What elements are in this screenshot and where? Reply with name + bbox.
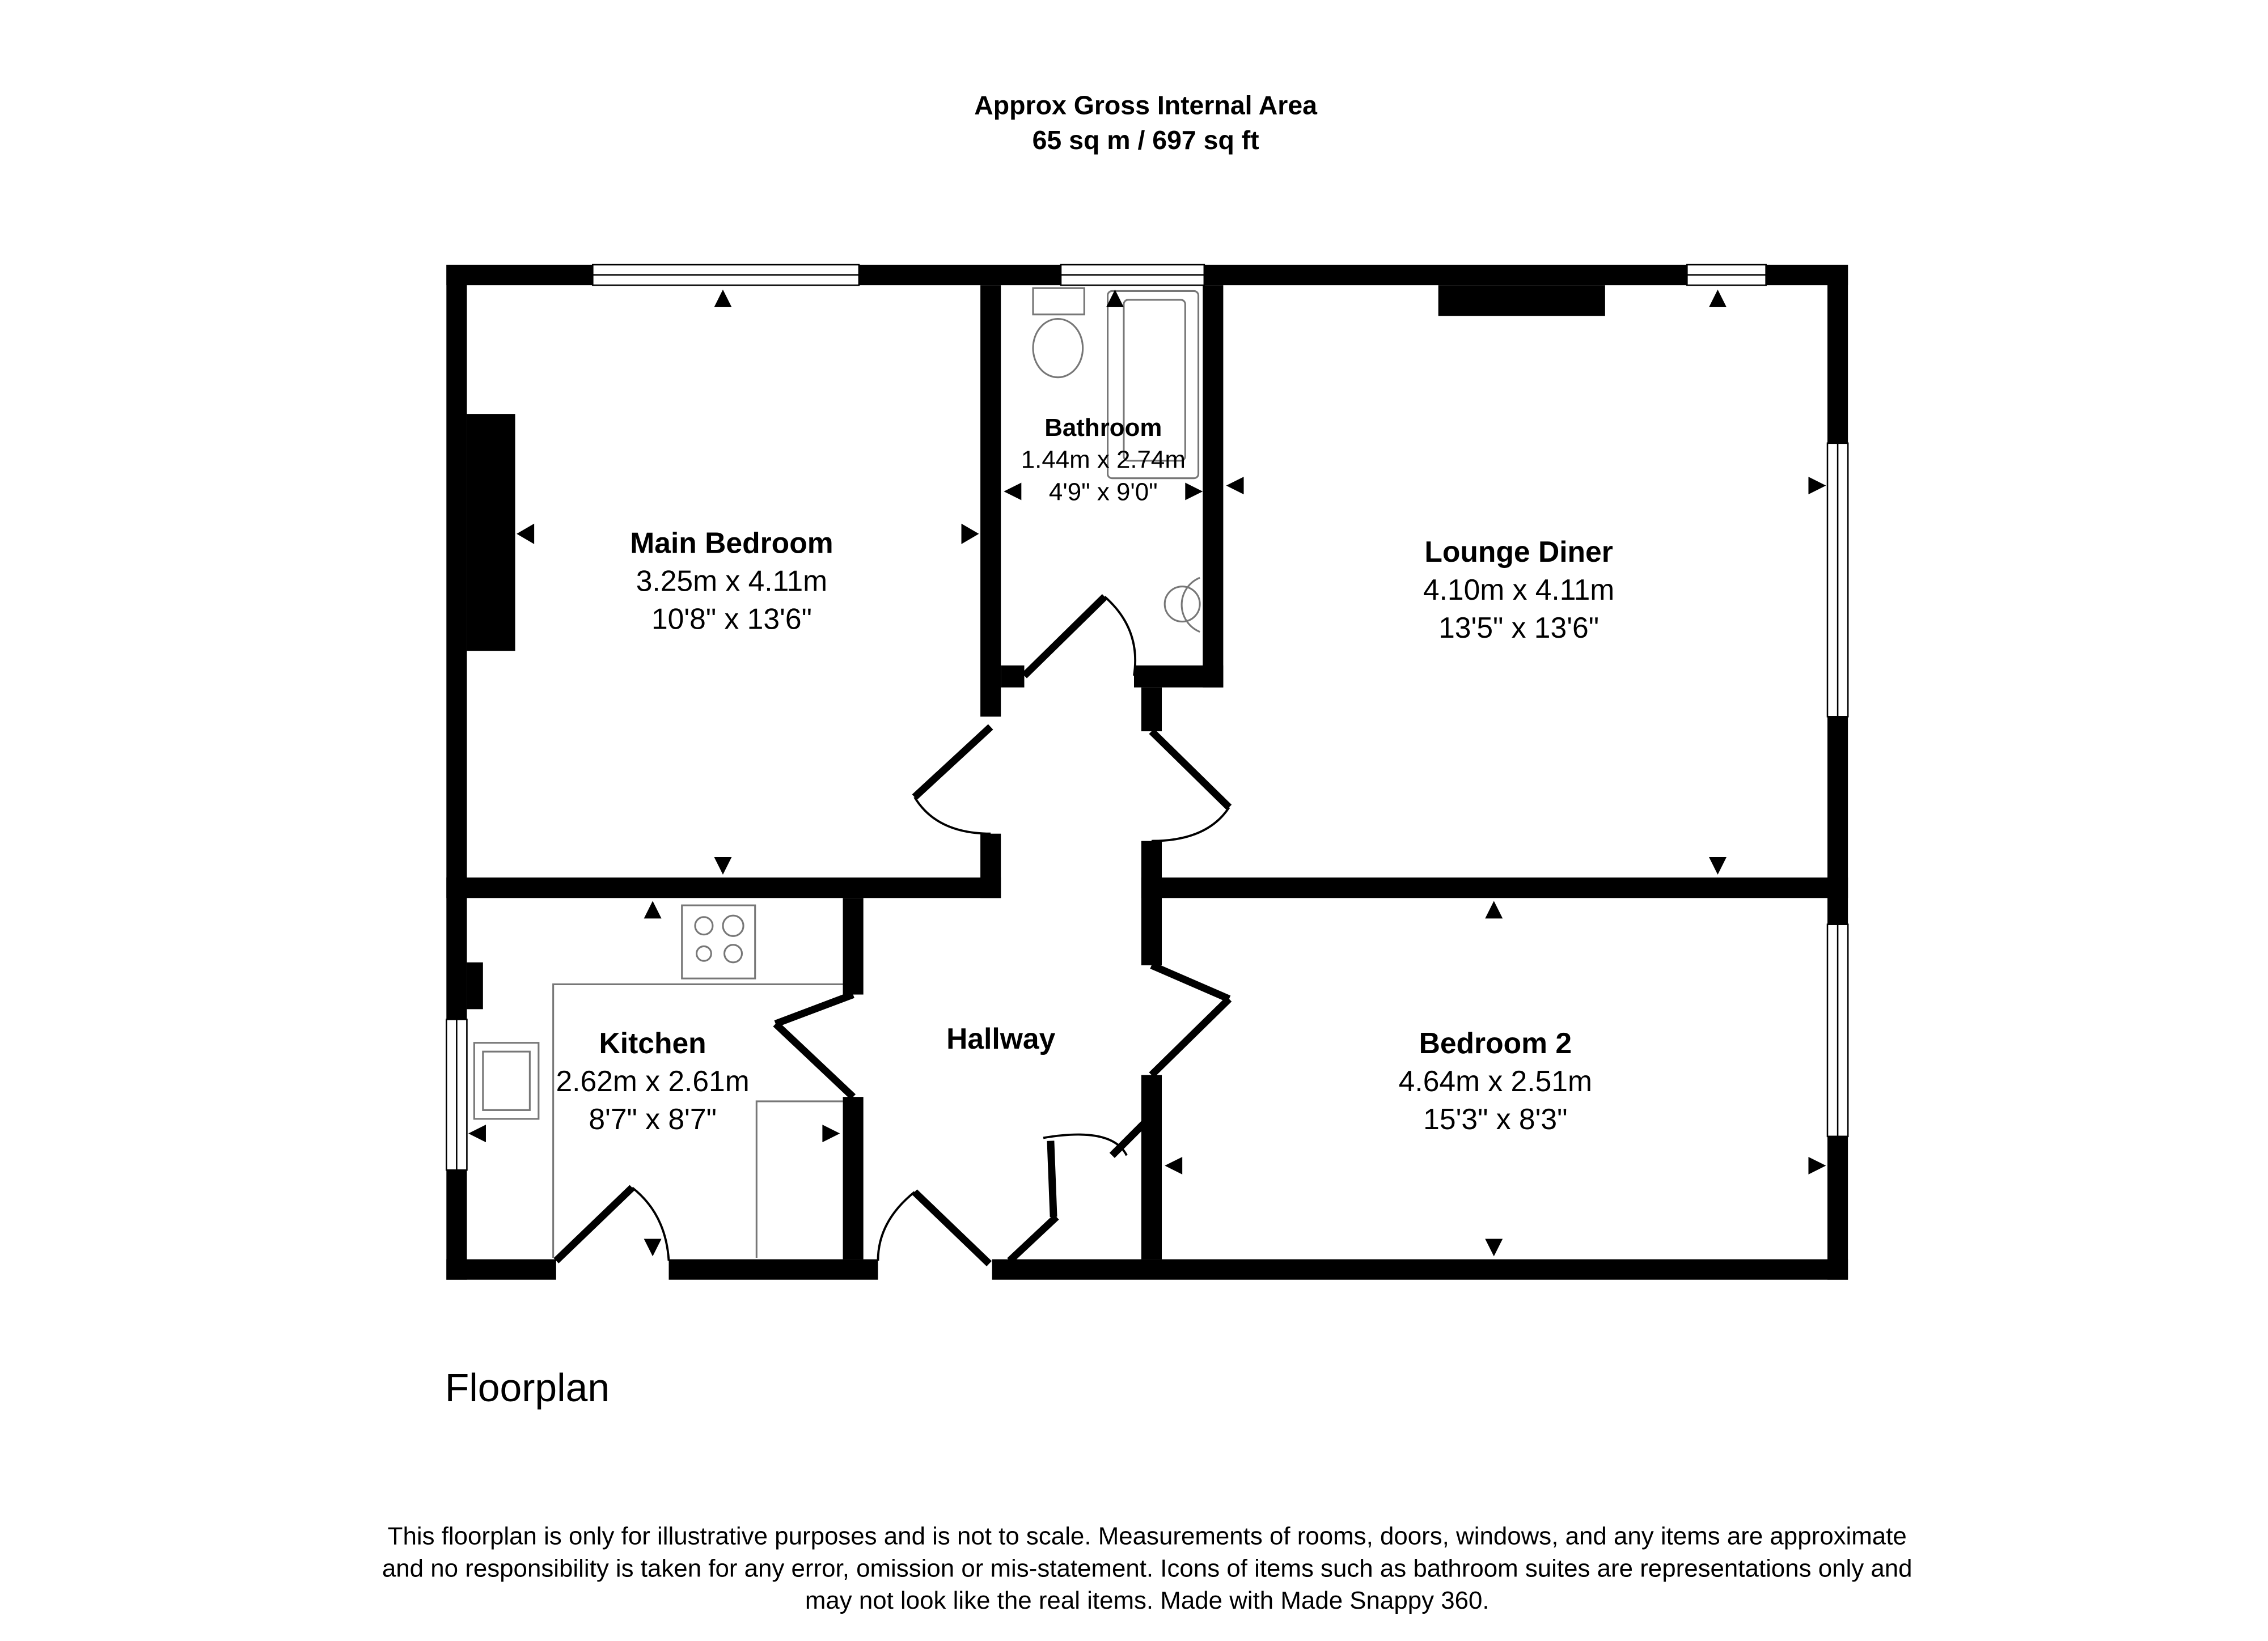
toilet-bowl [1032, 317, 1084, 379]
floor-label: Floorplan [445, 1366, 610, 1410]
svg-text:and no responsibility is taken: and no responsibility is taken for any e… [382, 1554, 1912, 1582]
room-name: Hallway [946, 1022, 1055, 1055]
room-name: Lounge Diner [1424, 535, 1613, 568]
chimney-breast [1438, 285, 1605, 316]
dimension-arrows [468, 289, 1826, 1257]
room-name: Kitchen [599, 1027, 706, 1059]
bath [1107, 290, 1200, 480]
room-imperial: 15'3" x 8'3" [1423, 1103, 1567, 1135]
room-imperial: 4'9" x 9'0" [1049, 478, 1158, 506]
room-main-bedroom: Main Bedroom 3.25m x 4.11m 10'8" x 13'6" [630, 526, 833, 635]
disclaimer: This floorplan is only for illustrative … [382, 1523, 1912, 1615]
svg-text:may not look like the real ite: may not look like the real items. Made w… [805, 1587, 1490, 1614]
room-name: Bathroom [1044, 414, 1162, 442]
toilet-cistern [1032, 287, 1085, 316]
room-metric: 4.10m x 4.11m [1423, 573, 1614, 606]
room-lounge-diner: Lounge Diner 4.10m x 4.11m 13'5" x 13'6" [1423, 535, 1614, 644]
hob [681, 904, 756, 979]
area-title: Approx Gross Internal Area [974, 90, 1318, 120]
room-name: Main Bedroom [630, 526, 833, 559]
room-bathroom: Bathroom 1.44m x 2.74m 4'9" x 9'0" [1021, 414, 1186, 506]
fixtures [473, 287, 1201, 1258]
room-imperial: 10'8" x 13'6" [651, 602, 812, 635]
room-metric: 1.44m x 2.74m [1021, 446, 1186, 474]
worktop [552, 983, 843, 1258]
area-value: 65 sq m / 697 sq ft [1033, 125, 1259, 155]
room-metric: 2.62m x 2.61m [556, 1065, 749, 1097]
basin [1180, 576, 1200, 633]
windows [446, 264, 1849, 1171]
walls [446, 265, 1848, 1280]
room-metric: 4.64m x 2.51m [1399, 1065, 1592, 1097]
doors [553, 594, 1232, 1266]
svg-text:This floorplan is only for ill: This floorplan is only for illustrative … [388, 1523, 1907, 1550]
room-hallway: Hallway [946, 1022, 1055, 1055]
room-imperial: 8'7" x 8'7" [589, 1103, 717, 1135]
room-bedroom-2: Bedroom 2 4.64m x 2.51m 15'3" x 8'3" [1399, 1027, 1592, 1135]
room-imperial: 13'5" x 13'6" [1438, 611, 1599, 644]
sink [473, 1042, 540, 1120]
room-kitchen: Kitchen 2.62m x 2.61m 8'7" x 8'7" [556, 1027, 749, 1135]
chimney-breast [467, 414, 515, 651]
room-name: Bedroom 2 [1419, 1027, 1572, 1059]
room-metric: 3.25m x 4.11m [636, 564, 827, 597]
